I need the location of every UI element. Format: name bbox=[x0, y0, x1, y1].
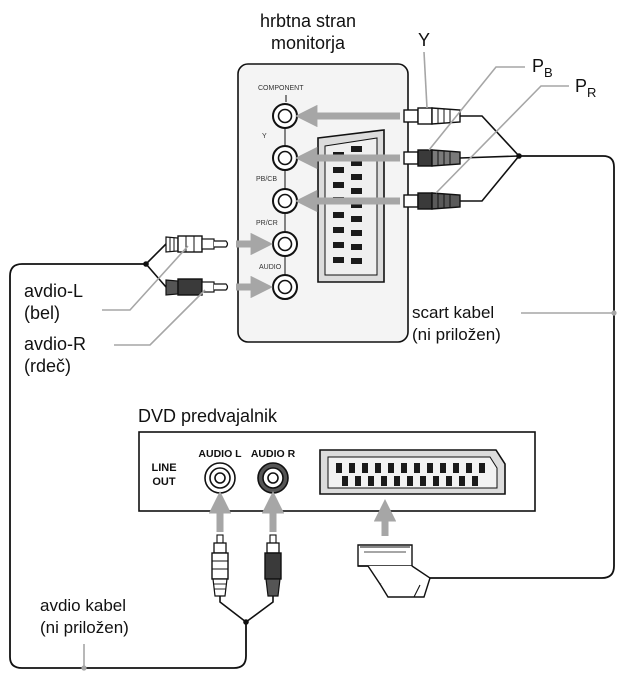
dvd-jack-audio-r[interactable] bbox=[257, 462, 289, 494]
label-audio-r-1: avdio-R bbox=[24, 334, 86, 354]
component-cable-pr bbox=[460, 155, 520, 202]
audio-panel-label: AUDIO bbox=[259, 264, 282, 271]
dvd-plug-audio-r bbox=[264, 534, 282, 597]
label-audio-l-1: avdio-L bbox=[24, 281, 83, 301]
audio-cable bbox=[9, 263, 247, 669]
component-label: COMPONENT bbox=[258, 85, 304, 92]
monitor-scart-socket[interactable] bbox=[317, 129, 385, 283]
jack-pb-label: PB/CB bbox=[256, 176, 277, 183]
plug-pb bbox=[403, 149, 461, 167]
label-audio-l-2: (bel) bbox=[24, 303, 60, 323]
dvd-audio-r-label: AUDIO R bbox=[251, 448, 296, 460]
dvd-scart-socket[interactable] bbox=[319, 449, 506, 495]
label-pr: PR bbox=[575, 76, 596, 100]
dvd-audio-l-label: AUDIO L bbox=[198, 448, 242, 460]
component-cable-y bbox=[460, 115, 520, 157]
monitor-title-line2: monitorja bbox=[271, 33, 346, 53]
dvd-jack-audio-l[interactable] bbox=[204, 462, 236, 494]
scart-label-2: (ni priložen) bbox=[412, 325, 501, 344]
dvd-audio-cable-r bbox=[245, 596, 274, 623]
line-out-2: OUT bbox=[152, 476, 176, 488]
plug-audio-l bbox=[165, 235, 229, 253]
label-audio-r-2: (rdeč) bbox=[24, 356, 71, 376]
jack-pb[interactable] bbox=[272, 145, 298, 171]
scart-cable bbox=[428, 155, 615, 579]
jack-audio-r[interactable] bbox=[272, 274, 298, 300]
audio-in-cable-l bbox=[145, 243, 167, 265]
audio-in-cable-r bbox=[145, 263, 167, 288]
dvd-audio-cable-l bbox=[219, 596, 247, 623]
jack-pr-label: PR/CR bbox=[256, 220, 278, 227]
monitor-title-line1: hrbtna stran bbox=[260, 11, 356, 31]
line-out-1: LINE bbox=[151, 462, 176, 474]
plug-pr bbox=[403, 192, 461, 210]
dvd-title: DVD predvajalnik bbox=[138, 406, 278, 426]
jack-y-label: Y bbox=[262, 133, 267, 140]
jack-audio-l[interactable] bbox=[272, 231, 298, 257]
audio-cable-label-2: (ni priložen) bbox=[40, 618, 129, 637]
label-y: Y bbox=[418, 30, 430, 50]
audio-cable-label-1: avdio kabel bbox=[40, 596, 126, 615]
scart-plug bbox=[357, 544, 431, 598]
dvd-plug-audio-l bbox=[211, 534, 229, 597]
label-pb: PB bbox=[532, 56, 553, 80]
scart-label-1: scart kabel bbox=[412, 303, 494, 322]
component-cable-pb bbox=[459, 155, 520, 159]
label-pr-sub: R bbox=[587, 85, 596, 100]
plug-audio-r bbox=[165, 278, 229, 296]
jack-y[interactable] bbox=[272, 103, 298, 129]
label-pb-sub: B bbox=[544, 65, 553, 80]
jack-pr[interactable] bbox=[272, 188, 298, 214]
